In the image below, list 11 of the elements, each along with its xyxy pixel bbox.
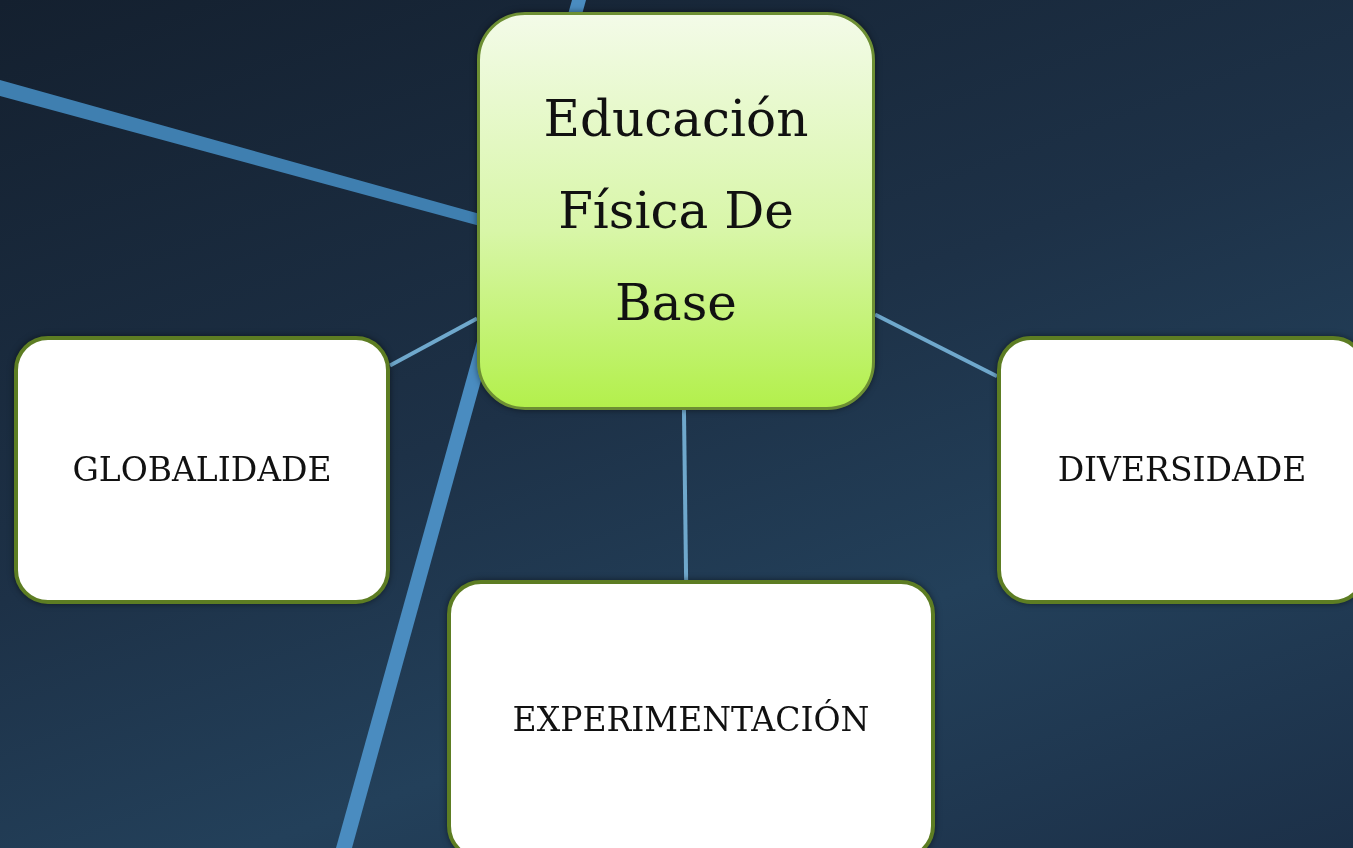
node-text: EXPERIMENTACIÓN [512, 700, 870, 740]
concept-box [14, 336, 390, 604]
node-text: GLOBALIDADE [72, 450, 332, 490]
connector-line [681, 409, 689, 581]
connector-line [389, 316, 478, 368]
connector-line [874, 312, 998, 378]
topic-box [477, 12, 875, 410]
concept-box [447, 580, 935, 848]
concept-box [997, 336, 1353, 604]
node-text: DIVERSIDADE [1057, 450, 1307, 490]
node-text: Educación Física De Base [542, 89, 810, 334]
